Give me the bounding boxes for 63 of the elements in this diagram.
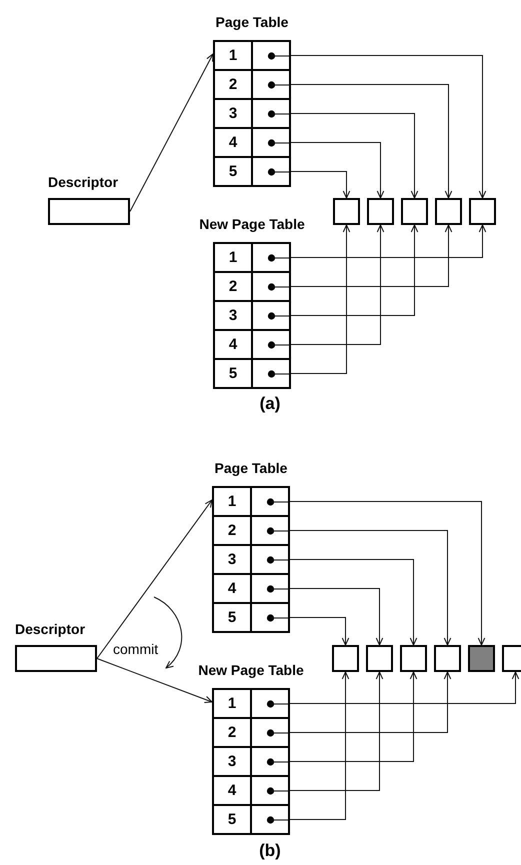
pointer-cell [253,100,289,127]
page-number-cell: 1 [214,488,250,515]
pointer-cell [252,517,288,544]
descriptor-label: Descriptor [48,174,118,190]
table-heading: Page Table [216,14,288,30]
pointer-cell [252,546,288,573]
page-box [333,198,360,225]
pointer-cell [253,331,289,358]
pointer-arrow [96,658,212,704]
page-box [332,645,359,672]
page-number-cell: 5 [215,360,251,387]
page-box [502,645,521,672]
page-box [401,198,428,225]
page-box [434,645,461,672]
page-number-cell: 4 [214,777,250,804]
page-number-cell: 3 [215,100,251,127]
panel-caption: (b) [259,841,281,861]
pointer-cell [252,488,288,515]
pointer-cell [253,42,289,69]
page-number-cell: 1 [215,244,251,271]
panel-caption: (a) [260,394,280,414]
page-box [469,198,496,225]
page-number-cell: 5 [215,158,251,185]
pointer-cell [253,244,289,271]
pointer-cell [253,71,289,98]
table-heading: New Page Table [199,216,305,232]
pointer-cell [252,575,288,602]
page-box [367,198,394,225]
descriptor-label: Descriptor [15,621,86,637]
page-number-cell: 1 [214,690,250,717]
pointer-cell [253,302,289,329]
page-box [400,645,427,672]
pointer-cell [252,806,288,833]
pointer-arrow [96,500,212,659]
pointer-cell [253,360,289,387]
page-number-cell: 1 [215,42,251,69]
page-box [435,198,462,225]
pointer-cell [252,748,288,775]
pointer-arrow [130,54,214,212]
page-number-cell: 4 [215,331,251,358]
table-heading: New Page Table [198,662,304,678]
page-number-cell: 3 [215,302,251,329]
page-number-cell: 4 [215,129,251,156]
page-number-cell: 2 [215,273,251,300]
page-number-cell: 2 [215,71,251,98]
pointer-cell [252,719,288,746]
page-number-cell: 3 [214,748,250,775]
pointer-cell [252,604,288,631]
pointer-cell [253,129,289,156]
pointer-cell [253,158,289,185]
page-number-cell: 5 [214,604,250,631]
page-number-cell: 5 [214,806,250,833]
page-box [366,645,393,672]
page-number-cell: 2 [214,719,250,746]
page-number-cell: 4 [214,575,250,602]
annotation-label: commit [113,641,158,657]
pointer-cell [253,273,289,300]
page-number-cell: 3 [214,546,250,573]
page-number-cell: 2 [214,517,250,544]
pointer-cell [252,777,288,804]
page-box [468,645,495,672]
pointer-cell [252,690,288,717]
table-heading: Page Table [214,460,288,476]
